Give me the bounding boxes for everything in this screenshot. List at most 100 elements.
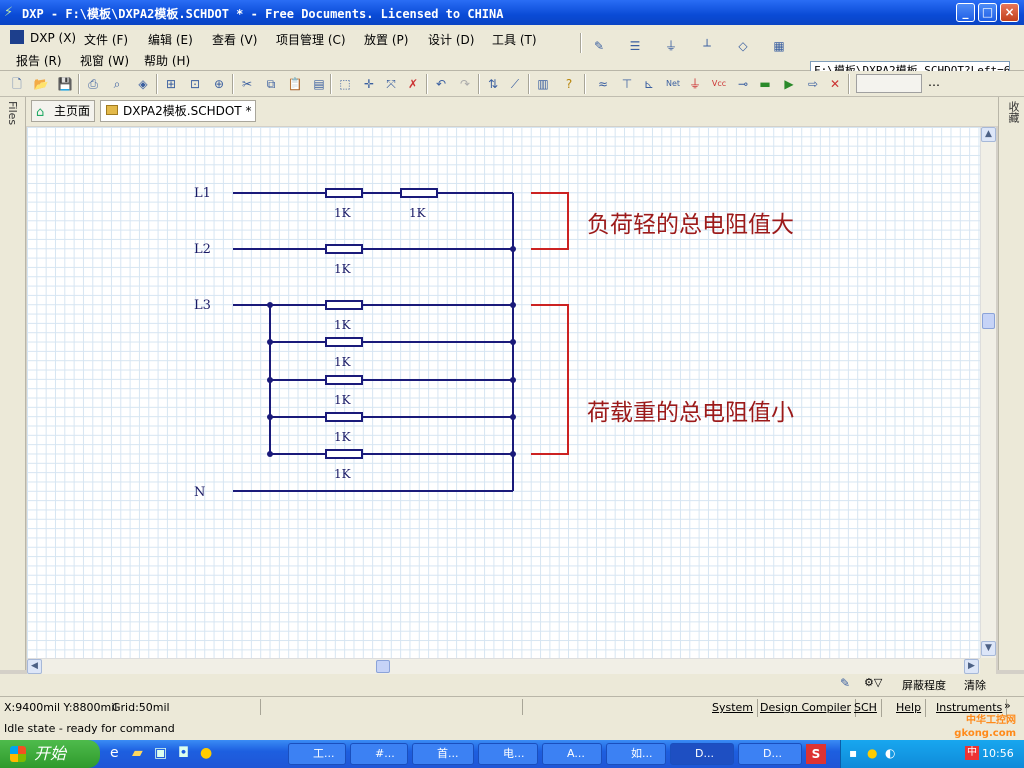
paste-icon[interactable]: 📋 [287, 77, 303, 91]
clear-filter-icon[interactable]: ✗ [407, 77, 419, 91]
taskbar-task-active[interactable]: D... [670, 743, 734, 765]
taskbar-task[interactable]: 首... [412, 743, 474, 765]
cut-icon[interactable]: ✂ [241, 77, 253, 91]
hierarchy-icon[interactable]: ⇅ [487, 77, 499, 91]
minimize-button[interactable]: _ [956, 3, 975, 22]
zoom-fit-icon[interactable]: ⊞ [165, 77, 177, 91]
layers-icon[interactable]: ◈ [138, 77, 148, 91]
redo-icon[interactable]: ↷ [459, 77, 471, 91]
zoom-select-icon[interactable]: ⊕ [213, 77, 225, 91]
menu-tools[interactable]: 工具 (T) [492, 33, 537, 47]
port-icon[interactable]: ⇨ [807, 77, 819, 91]
horizontal-scroll-thumb[interactable] [376, 660, 390, 673]
net-label-icon[interactable]: Net [665, 79, 681, 88]
vertical-scroll-thumb[interactable] [982, 313, 995, 329]
port-tool-icon[interactable]: ◇ [738, 39, 748, 53]
tab-schematic[interactable]: DXPA2模板.SCHDOT * [100, 100, 257, 122]
menu-project[interactable]: 项目管理 (C) [276, 33, 346, 47]
filter-dropdown[interactable] [856, 74, 922, 93]
wire-tool-icon[interactable]: ✎ [593, 39, 605, 53]
tray-network-icon[interactable]: ▪ [849, 746, 858, 760]
vertical-scrollbar[interactable]: ▲ ▼ [980, 127, 996, 658]
new-icon[interactable]: 🗋 [12, 77, 22, 91]
taskbar-task[interactable]: A... [542, 743, 602, 765]
place-wire-icon[interactable]: ≈ [597, 77, 609, 91]
files-panel-tab[interactable]: Files [6, 101, 19, 126]
tray-ime-icon[interactable]: 中 [965, 746, 979, 760]
no-erc-icon[interactable]: ✕ [829, 77, 841, 91]
tray-qq-icon[interactable]: ● [867, 746, 878, 760]
scroll-down-button[interactable]: ▼ [981, 641, 996, 656]
panel-help[interactable]: Help [892, 699, 927, 717]
zoom-area-icon[interactable]: ⊡ [189, 77, 201, 91]
bus-entry-icon[interactable]: ⊾ [643, 77, 655, 91]
menu-view[interactable]: 查看 (V) [212, 33, 258, 47]
library-icon[interactable]: ▥ [537, 77, 549, 91]
more-icon[interactable]: … [928, 75, 940, 89]
panel-system[interactable]: System [708, 699, 759, 717]
select-area-icon[interactable]: ⬚ [339, 77, 351, 91]
power-port-icon[interactable]: ┴ [703, 39, 711, 53]
sheet-symbol-icon[interactable]: ▬ [759, 77, 771, 91]
save-icon[interactable]: 💾 [57, 77, 73, 91]
light-load-note: 负荷轻的总电阻值大 [587, 212, 794, 238]
ground-tool-icon[interactable]: ⏚ [664, 39, 677, 53]
watermark-logo: 中华工控网 gkong.com [954, 715, 1016, 739]
panel-overflow-icon[interactable]: » [1004, 699, 1011, 712]
print-icon[interactable]: ⎙ [88, 77, 98, 91]
gnd-port-icon[interactable]: ⏚ [688, 77, 701, 91]
taskbar-task[interactable]: 如... [606, 743, 666, 765]
media-quicklaunch-icon[interactable]: ◘ [178, 745, 190, 761]
scroll-right-button[interactable]: ▶ [964, 659, 979, 674]
copy-icon[interactable]: ⧉ [266, 77, 276, 91]
cross-probe-icon[interactable]: ⟋ [510, 77, 520, 91]
part-icon[interactable]: ⊸ [737, 77, 749, 91]
vcc-port-icon[interactable]: Vcc [711, 79, 727, 88]
tab-home[interactable]: ⌂ 主页面 [31, 100, 96, 122]
panel-design-compiler[interactable]: Design Compiler [756, 699, 856, 717]
qq-quicklaunch-icon[interactable]: ● [200, 745, 213, 761]
mask-slider-icon[interactable]: ⚙▽ [864, 676, 883, 689]
menu-file[interactable]: 文件 (F) [84, 33, 129, 47]
open-icon[interactable]: 📂 [33, 77, 49, 91]
panel-sch[interactable]: SCH [850, 699, 882, 717]
menu-dxp[interactable]: DXP (X) [30, 31, 77, 45]
taskbar-task[interactable]: 电... [478, 743, 538, 765]
menu-place[interactable]: 放置 (P) [364, 33, 409, 47]
close-button[interactable]: × [1000, 3, 1019, 22]
scroll-left-button[interactable]: ◀ [27, 659, 42, 674]
undo-icon[interactable]: ↶ [435, 77, 447, 91]
taskbar-task[interactable]: #... [350, 743, 408, 765]
help-icon[interactable]: ? [565, 77, 573, 91]
mask-brush-icon[interactable]: ✎ [840, 676, 851, 690]
scroll-up-button[interactable]: ▲ [981, 127, 996, 142]
taskbar-task[interactable]: 工... [288, 743, 346, 765]
clear-button[interactable]: 清除 [964, 679, 986, 692]
ie-quicklaunch-icon[interactable]: e [110, 745, 119, 761]
print-preview-icon[interactable]: ⌕ [113, 77, 121, 91]
tray-volume-icon[interactable]: ◐ [885, 746, 896, 760]
app-quicklaunch-icon[interactable]: ▣ [154, 745, 168, 761]
start-button[interactable]: 开始 [0, 740, 100, 768]
menu-help[interactable]: 帮助 (H) [144, 54, 191, 68]
bus-tool-icon[interactable]: ☰ [629, 39, 641, 53]
sheet-entry-icon[interactable]: ▶ [784, 77, 794, 91]
menu-edit[interactable]: 编辑 (E) [148, 33, 193, 47]
grid-tool-icon[interactable]: ▦ [773, 39, 785, 53]
move-icon[interactable]: ✛ [363, 77, 375, 91]
menu-design[interactable]: 设计 (D) [428, 33, 475, 47]
schematic-canvas[interactable] [27, 127, 980, 658]
mask-level-button[interactable]: 屏蔽程度 [902, 679, 946, 692]
place-bus-icon[interactable]: ⊤ [621, 77, 633, 91]
folder-quicklaunch-icon[interactable]: ▰ [132, 745, 143, 761]
favorites-panel-tab[interactable]: 收藏 [1007, 101, 1020, 123]
taskbar-task[interactable]: D... [738, 743, 802, 765]
deselect-icon[interactable]: ⤧ [386, 77, 396, 91]
maximize-button[interactable]: □ [978, 3, 997, 22]
s-app-icon[interactable]: S [806, 744, 826, 764]
menu-reports[interactable]: 报告 (R) [16, 54, 62, 68]
panel-instruments[interactable]: Instruments [932, 699, 1008, 717]
menu-window[interactable]: 视窗 (W) [80, 54, 130, 68]
horizontal-scrollbar[interactable]: ◀ ▶ [27, 658, 980, 674]
paste-array-icon[interactable]: ▤ [313, 77, 325, 91]
